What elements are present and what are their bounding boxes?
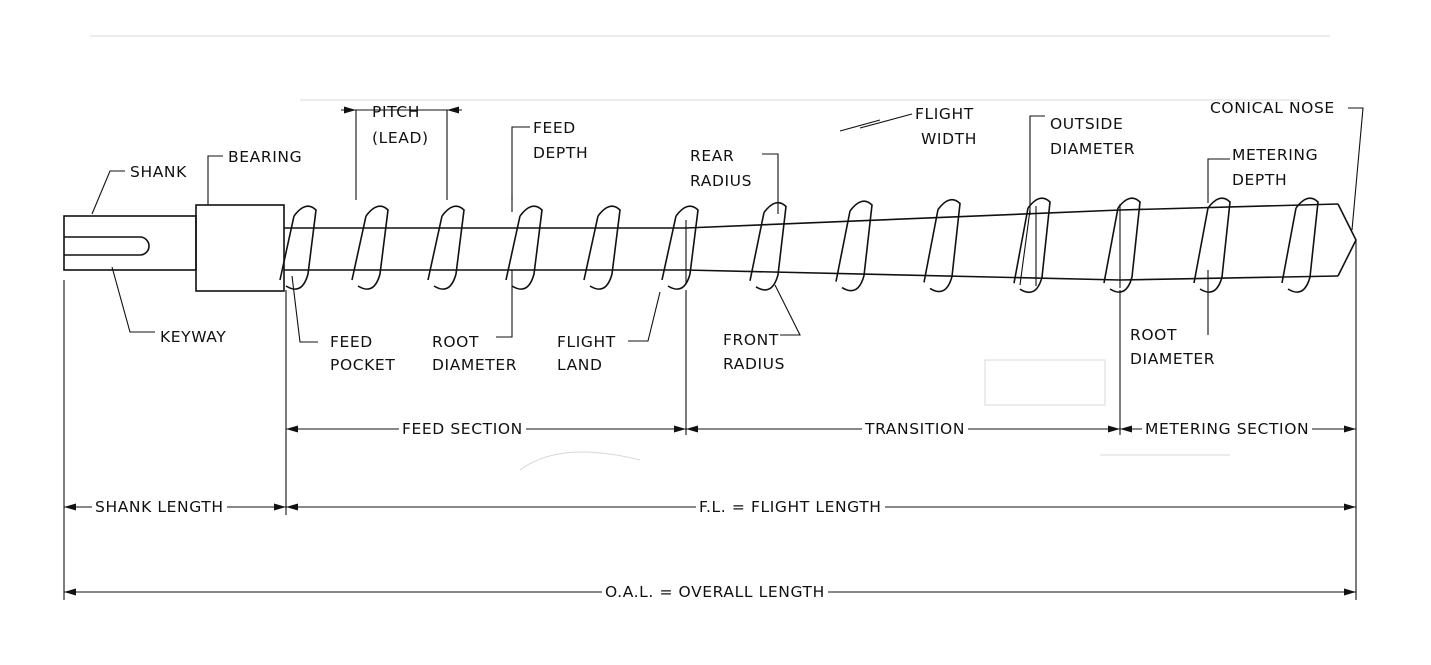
arrowhead bbox=[686, 425, 698, 433]
flight-crest bbox=[583, 205, 621, 290]
label-feed-depth-1: FEED bbox=[533, 119, 576, 137]
arrowhead bbox=[1344, 425, 1356, 433]
flight-crest bbox=[1013, 197, 1051, 294]
dim-metering-section: METERING SECTION bbox=[1142, 419, 1313, 439]
label-lead: (LEAD) bbox=[372, 129, 429, 147]
arrowhead bbox=[1344, 503, 1356, 511]
label-root-diameter-b2: DIAMETER bbox=[1130, 350, 1216, 368]
shank-body bbox=[63, 215, 197, 271]
label-outside-diameter-2: DIAMETER bbox=[1050, 140, 1136, 158]
dim-flight-length: F.L. = FLIGHT LENGTH bbox=[696, 497, 885, 517]
label-outside-diameter-1: OUTSIDE bbox=[1050, 115, 1124, 133]
label-bearing: BEARING bbox=[228, 148, 303, 166]
dimension-arrows bbox=[64, 106, 1356, 596]
label-conical-nose: CONICAL NOSE bbox=[1210, 99, 1335, 117]
label-feed-pocket-1: FEED bbox=[330, 333, 373, 351]
label-root-diameter-b1: ROOT bbox=[1130, 326, 1178, 344]
label-flight-land-2: LAND bbox=[557, 356, 603, 374]
label-metering-depth-1: METERING bbox=[1232, 146, 1319, 164]
label-flight-land-1: FLIGHT bbox=[557, 333, 616, 351]
flight-crest bbox=[661, 205, 699, 290]
arrowhead bbox=[344, 106, 356, 114]
keyway-slot bbox=[64, 236, 150, 256]
label-feed-pocket-2: POCKET bbox=[330, 356, 396, 374]
arrowhead bbox=[286, 425, 298, 433]
ghost-lines bbox=[90, 35, 1330, 471]
flight-crest bbox=[923, 198, 961, 293]
dim-shank-length: SHANK LENGTH bbox=[92, 497, 227, 517]
dim-overall-length: O.A.L. = OVERALL LENGTH bbox=[602, 582, 828, 602]
label-front-radius-1: FRONT bbox=[723, 331, 779, 349]
transition-root-top bbox=[685, 209, 1121, 229]
flight-crest bbox=[279, 205, 317, 290]
flight-crest bbox=[505, 205, 543, 290]
arrowhead bbox=[1120, 425, 1132, 433]
flight-crest bbox=[1103, 197, 1141, 293]
arrowhead bbox=[674, 425, 686, 433]
flight-crest bbox=[427, 205, 465, 290]
arrowhead bbox=[274, 503, 286, 511]
leader-lines bbox=[91, 107, 1364, 343]
arrowhead bbox=[1344, 588, 1356, 596]
dim-feed-section: FEED SECTION bbox=[399, 419, 526, 439]
flight-crest bbox=[749, 201, 787, 291]
arrowhead bbox=[1108, 425, 1120, 433]
label-metering-depth-2: DEPTH bbox=[1232, 171, 1288, 189]
label-keyway: KEYWAY bbox=[160, 328, 227, 346]
screw-flights bbox=[279, 197, 1319, 294]
arrowhead bbox=[64, 588, 76, 596]
label-feed-depth-2: DEPTH bbox=[533, 144, 589, 162]
flight-crest bbox=[1281, 197, 1319, 293]
label-rear-radius-1: REAR bbox=[690, 147, 735, 165]
label-rear-radius-2: RADIUS bbox=[690, 172, 753, 190]
arrowhead bbox=[286, 503, 298, 511]
label-flight-width-2: WIDTH bbox=[921, 130, 977, 148]
dim-transition: TRANSITION bbox=[862, 419, 969, 439]
label-flight-width-1: FLIGHT bbox=[915, 105, 974, 123]
label-root-diameter-2: DIAMETER bbox=[432, 356, 518, 374]
label-shank: SHANK bbox=[130, 163, 187, 181]
label-front-radius-2: RADIUS bbox=[723, 355, 786, 373]
label-pitch: PITCH bbox=[372, 103, 420, 121]
flight-crest bbox=[1193, 197, 1231, 293]
flight-crest bbox=[835, 200, 873, 292]
flight-crest bbox=[351, 205, 389, 290]
arrowhead bbox=[64, 503, 76, 511]
transition-root-bottom bbox=[685, 269, 1121, 281]
arrowhead bbox=[447, 106, 459, 114]
metering-root-bottom bbox=[1119, 275, 1339, 281]
bearing-body bbox=[195, 204, 285, 292]
label-root-diameter-1: ROOT bbox=[432, 333, 480, 351]
